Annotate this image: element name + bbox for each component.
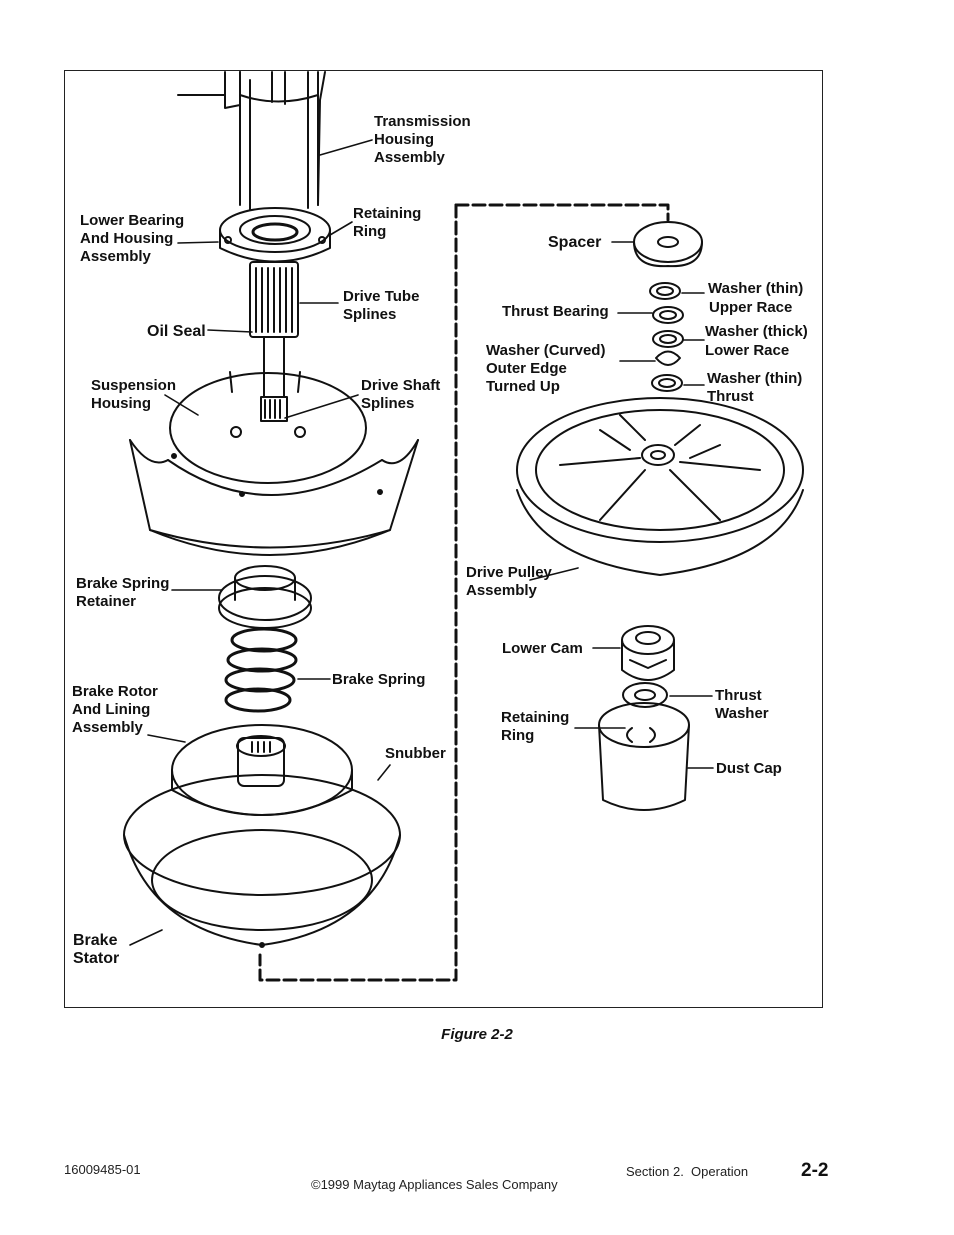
label-drive-pulley: Drive Pulley Assembly	[466, 564, 552, 599]
label-brake-spring-retainer: Brake Spring Retainer	[76, 575, 170, 610]
drive-pulley-drawing	[516, 397, 804, 576]
brake-rotor-drawing	[171, 724, 353, 816]
lower-cam-drawing	[621, 625, 675, 681]
label-suspension-housing: Suspension Housing	[91, 377, 177, 412]
label-drive-tube-splines: Drive Tube Splines	[343, 288, 420, 323]
label-thrust-washer: Thrust Washer	[715, 687, 769, 722]
leader-arrows	[129, 139, 714, 946]
label-transmission-housing: Transmission Housing Assembly	[374, 113, 471, 166]
figure-frame	[64, 70, 823, 1008]
brake-spring-retainer-drawing	[218, 565, 312, 629]
label-brake-stator: Brake Stator	[73, 932, 120, 967]
figure-caption: Figure 2-2	[441, 1026, 513, 1043]
transmission-housing-drawing	[177, 71, 326, 211]
brake-spring-drawing	[224, 627, 298, 713]
brake-stator-drawing	[123, 774, 401, 948]
dashed-connector	[258, 203, 670, 982]
label-washer-thin-thrust: Washer (thin) Thrust	[707, 370, 803, 405]
washer-stack-drawing	[649, 282, 684, 392]
label-snubber: Snubber	[385, 745, 446, 762]
label-lower-cam: Lower Cam	[502, 640, 583, 657]
label-washer-thin-upper: Washer (thin)	[708, 280, 804, 297]
label-spacer: Spacer	[548, 234, 602, 251]
copyright: ©1999 Maytag Appliances Sales Company	[311, 1177, 558, 1192]
label-oil-seal: Oil Seal	[147, 323, 206, 340]
thrust-washer-drawing	[622, 682, 668, 708]
spacer-drawing	[633, 221, 703, 268]
label-upper-race: Upper Race	[709, 299, 793, 316]
drive-tube-drawing	[249, 261, 299, 422]
label-brake-rotor: Brake Rotor And Lining Assembly	[72, 683, 158, 736]
label-lower-race: Lower Race	[705, 342, 790, 359]
label-washer-thick: Washer (thick)	[705, 323, 808, 340]
label-washer-curved: Washer (Curved) Outer Edge Turned Up	[486, 342, 606, 395]
section-label: Section 2. Operation	[626, 1164, 749, 1179]
suspension-housing-drawing	[129, 371, 419, 556]
label-dust-cap: Dust Cap	[716, 760, 782, 777]
label-drive-shaft-splines: Drive Shaft Splines	[361, 377, 441, 412]
label-lower-bearing: Lower Bearing And Housing Assembly	[80, 212, 185, 265]
doc-number: 16009485-01	[64, 1162, 141, 1177]
label-retaining-ring-top: Retaining Ring	[353, 205, 422, 240]
page-number: 2-2	[801, 1160, 829, 1181]
label-retaining-ring-bottom: Retaining Ring	[501, 709, 570, 744]
label-brake-spring: Brake Spring	[332, 671, 426, 688]
label-thrust-bearing: Thrust Bearing	[502, 303, 609, 320]
dust-cap-drawing	[598, 702, 690, 811]
lower-bearing-drawing	[219, 207, 331, 263]
